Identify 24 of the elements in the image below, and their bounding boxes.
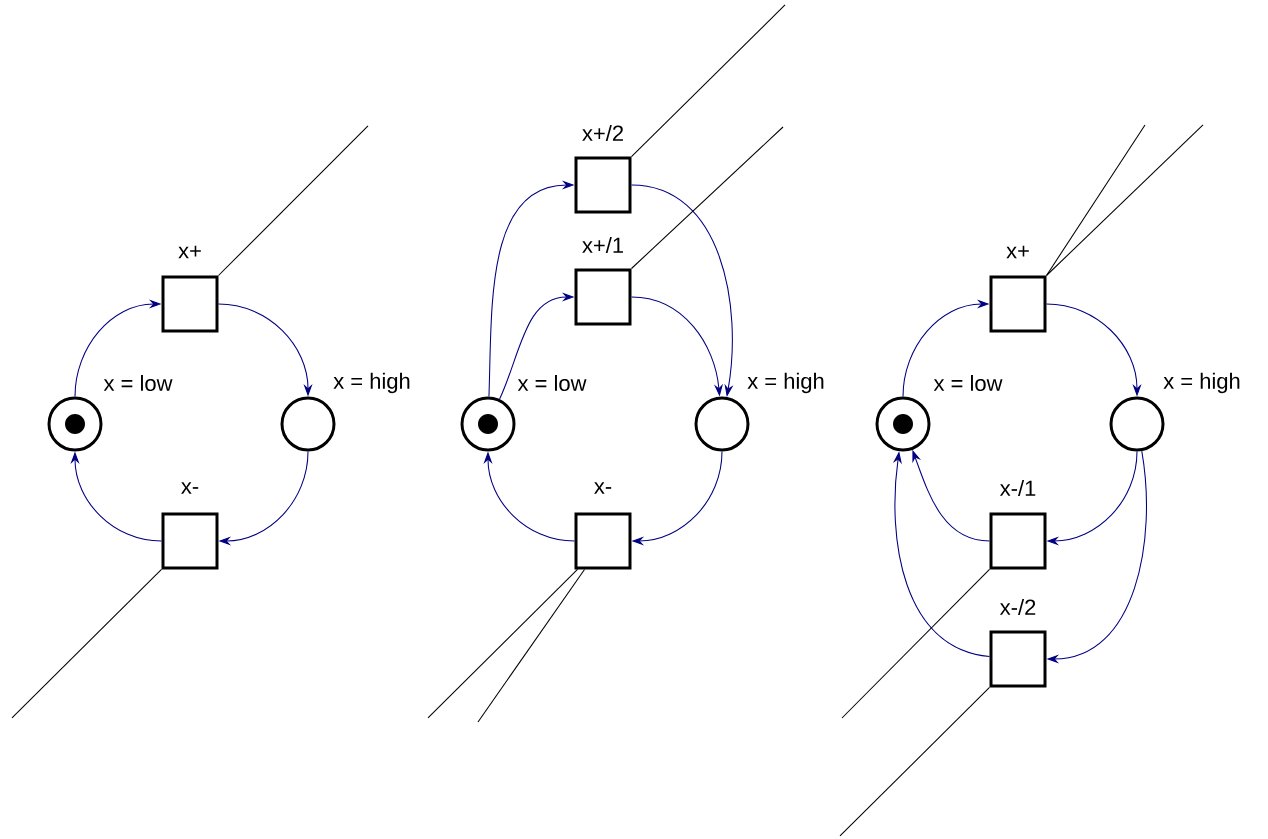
node-label: x = low [517,374,587,392]
line [841,568,991,719]
node-label: x-/2 [999,598,1036,616]
node-label: x = high [747,372,824,394]
node-label: x+/1 [582,236,623,254]
node-label: x-/1 [999,479,1036,497]
line [477,568,586,723]
line [839,686,991,837]
node-label: x+ [1006,245,1029,259]
line [427,568,579,719]
node-label: x+ [178,245,201,259]
node-label: x = low [933,374,1003,392]
line [630,126,784,270]
node-label: x = high [333,372,410,394]
node-label: x = high [1163,372,1240,394]
node-label: x = low [103,374,173,392]
node-label: x- [181,482,199,494]
node-label: x- [594,482,612,494]
line [1045,124,1204,277]
line [217,125,369,277]
line [1045,124,1146,277]
line [11,568,163,719]
line [630,4,786,158]
node-label: x+/2 [582,124,623,142]
